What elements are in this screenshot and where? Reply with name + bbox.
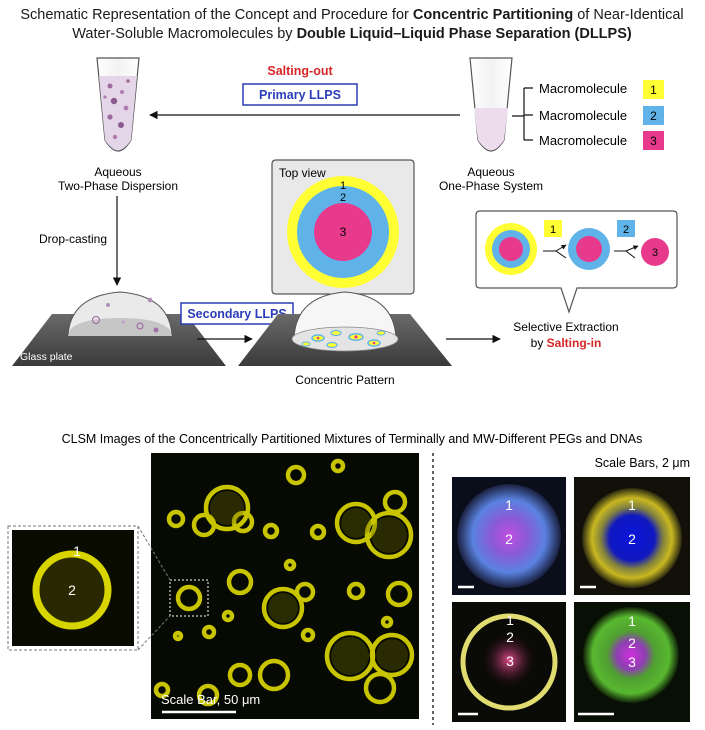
extraction-num-1: 1: [550, 224, 556, 236]
inset-num-1: 1: [73, 543, 81, 559]
panel-c-num-2: 2: [506, 629, 514, 645]
inset-num-2: 2: [68, 582, 76, 598]
scale-bars-2um-label: Scale Bars, 2 μm: [595, 456, 690, 470]
primary-llps-box: [242, 83, 358, 106]
panel-d-num-3: 3: [628, 654, 636, 670]
two-phase-label: Two-Phase Dispersion: [58, 179, 178, 193]
primary-llps-label: Primary LLPS: [259, 88, 341, 102]
scale-bar-50-label: Scale Bar, 50 μm: [161, 692, 260, 707]
macromolecule-1-num: 1: [650, 83, 657, 97]
title-line-2: Water-Soluble Macromolecules by Double L…: [72, 26, 632, 42]
clsm-panel-c: [452, 602, 566, 722]
extraction-num-3: 3: [652, 247, 658, 259]
clsm-heading: CLSM Images of the Concentrically Partit…: [62, 432, 643, 446]
salting-in-line: by Salting-in: [531, 336, 602, 350]
macromolecule-1-label: Macromolecule: [539, 81, 627, 96]
aqueous-label-left: Aqueous: [94, 165, 141, 179]
macromolecule-1-swatch: [643, 80, 664, 99]
tube-two-phase: [96, 57, 140, 152]
panel-b-num-2: 2: [628, 531, 636, 547]
concentric-pattern-label: Concentric Pattern: [295, 373, 394, 387]
top-view-label: Top view: [279, 166, 326, 180]
clsm-main-image: [151, 453, 419, 719]
top-view-core-3: [314, 203, 372, 261]
glass-plate-center: [238, 291, 452, 366]
aqueous-label-right: Aqueous: [467, 165, 514, 179]
drop-casting-label: Drop-casting: [39, 232, 107, 246]
extraction-num-2: 2: [623, 224, 629, 236]
title-line-1: Schematic Representation of the Concept …: [20, 7, 683, 23]
secondary-llps-label: Secondary LLPS: [187, 307, 286, 321]
macromolecule-3-swatch: [643, 131, 664, 150]
panel-c-num-3: 3: [506, 653, 514, 669]
extraction-swatch-2: [617, 220, 635, 237]
macromolecule-2-num: 2: [650, 109, 657, 123]
selective-extraction-label: Selective Extraction: [513, 320, 618, 334]
macromolecule-2-label: Macromolecule: [539, 108, 627, 123]
top-view-callout: [271, 159, 415, 323]
glass-plate-label: Glass plate: [20, 351, 73, 363]
panel-c-num-1: 1: [506, 612, 514, 628]
macromolecule-2-swatch: [643, 106, 664, 125]
clsm-panel-d: [574, 602, 690, 722]
panel-b-num-1: 1: [628, 497, 636, 513]
panel-d-num-1: 1: [628, 613, 636, 629]
salting-out-label: Salting-out: [267, 64, 333, 78]
clsm-panel-b: [574, 477, 690, 595]
extraction-particle-3: [641, 238, 669, 266]
macromolecule-3-label: Macromolecule: [539, 133, 627, 148]
clsm-panel-a: [452, 477, 566, 595]
one-phase-label: One-Phase System: [439, 179, 543, 193]
extraction-swatch-1: [544, 220, 562, 237]
glass-plate-left: [12, 291, 226, 366]
clsm-inset: [7, 525, 171, 651]
secondary-llps-box: [180, 302, 294, 325]
macromolecule-legend: Macromolecule Macromolecule Macromolecul…: [512, 80, 664, 150]
panel-d-num-2: 2: [628, 635, 636, 651]
panel-a-num-1: 1: [505, 497, 513, 513]
macromolecule-3-num: 3: [650, 134, 657, 148]
panel-a-num-2: 2: [505, 531, 513, 547]
top-view-num-3: 3: [340, 225, 347, 239]
tube-one-phase: [469, 57, 513, 152]
top-view-num-2: 2: [340, 192, 346, 204]
extraction-callout: [475, 210, 678, 314]
top-view-num-1: 1: [340, 180, 346, 192]
